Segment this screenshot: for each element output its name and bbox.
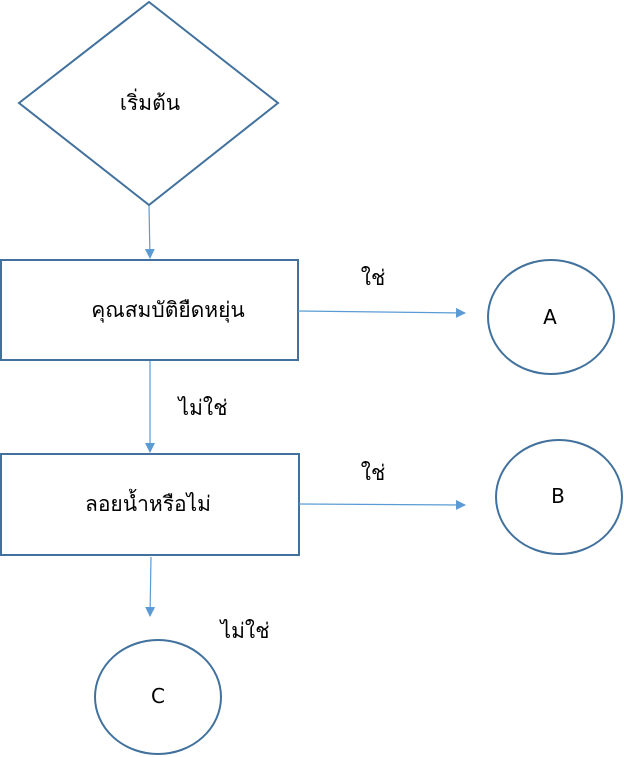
floats-no-label: ไม่ใช่: [219, 619, 270, 643]
node-b-circle: [495, 439, 623, 555]
node-a-circle: [487, 259, 615, 375]
flexible-process-box: [0, 259, 299, 361]
node-c-circle: [94, 639, 222, 755]
connector-floats-no: [145, 556, 156, 617]
flexible-label: คุณสมบัติยืดหยุ่น: [91, 298, 245, 323]
connector-floats-yes: [298, 499, 466, 510]
flexible-no-label: ไม่ใช่: [177, 396, 228, 420]
connector-flexible-yes: [297, 307, 466, 318]
node-a-label: A: [543, 305, 557, 329]
node-c-label: C: [151, 684, 165, 708]
floats-label: ลอยน้ำหรือไม่: [85, 489, 211, 516]
start-label: เริ่มต้น: [120, 88, 180, 115]
start-diamond: [17, 0, 280, 207]
node-b-label: B: [551, 484, 565, 508]
flexible-yes-label: ใช่: [361, 266, 386, 290]
connector-start-to-flexible: [144, 205, 155, 259]
floats-yes-label: ใช่: [361, 461, 386, 485]
